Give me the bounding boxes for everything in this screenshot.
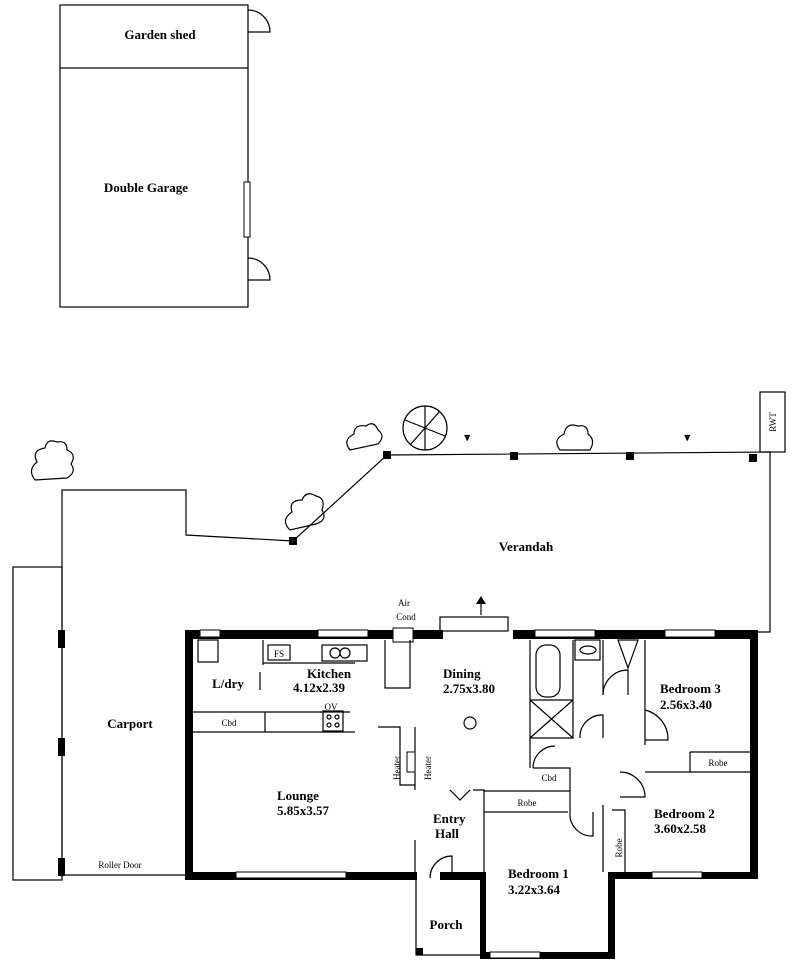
hall-label: Hall — [435, 826, 459, 841]
house-walls — [185, 596, 758, 959]
kitchen-sink — [321, 644, 368, 662]
verandah-label: Verandah — [499, 539, 554, 554]
lounge-label: Lounge — [277, 788, 319, 803]
laundry-tub — [197, 639, 219, 663]
verandah-outline: RWT Verandah Carport Roller Door — [12, 391, 786, 881]
robe-label-bedroom3: Robe — [709, 758, 728, 768]
bedroom2-label: Bedroom 2 — [654, 806, 715, 821]
room-labels: Air Cond FS L/dry Kitchen 4.12x2.39 OV C… — [212, 598, 727, 932]
fs-label: FS — [274, 649, 284, 659]
dining-size: 2.75x3.80 — [443, 681, 495, 696]
lounge-size: 5.85x3.57 — [277, 803, 330, 818]
kitchen-label: Kitchen — [307, 666, 352, 681]
air-conditioner — [392, 627, 414, 643]
tree-icon — [556, 424, 594, 451]
shed-door — [247, 9, 271, 33]
air-cond-label-1: Air — [398, 598, 410, 608]
arrow-up-icon — [476, 596, 486, 604]
oven-label: OV — [325, 702, 338, 712]
tree-icon — [30, 440, 74, 481]
tree-icon — [284, 493, 325, 531]
kitchen-size: 4.12x2.39 — [293, 680, 346, 695]
bedroom1-size: 3.22x3.64 — [508, 882, 561, 897]
rainwater-tank — [759, 391, 786, 453]
svg-text:v: v — [685, 432, 690, 442]
porch-label: Porch — [430, 917, 464, 932]
garage-door — [247, 257, 271, 281]
heater-label-2: Heater — [423, 756, 433, 780]
toilet — [617, 639, 639, 670]
garage-building: Garden shed Double Garage — [59, 4, 271, 308]
tree-icons: v v — [30, 405, 691, 531]
cbd-label: Cbd — [221, 718, 237, 728]
rwt-label: RWT — [768, 412, 778, 432]
heater-label-1: Heater — [392, 756, 402, 780]
robe-label-bedroom1: Robe — [518, 798, 537, 808]
bedroom3-size: 2.56x3.40 — [660, 697, 712, 712]
bedroom3-label: Bedroom 3 — [660, 681, 721, 696]
tree-icon — [346, 423, 383, 451]
ldry-label: L/dry — [212, 676, 244, 691]
svg-text:v: v — [465, 432, 470, 442]
bedroom1-label: Bedroom 1 — [508, 866, 569, 881]
oven — [322, 710, 344, 732]
side-strip — [12, 566, 63, 881]
ceiling-light — [463, 716, 477, 730]
entry-label: Entry — [433, 811, 466, 826]
robe-label-bedroom2: Robe — [614, 838, 624, 857]
air-cond-label-2: Cond — [396, 612, 416, 622]
front-door — [429, 855, 453, 879]
double-garage-label: Double Garage — [104, 180, 188, 195]
roller-door-label: Roller Door — [98, 860, 141, 870]
dining-label: Dining — [443, 666, 481, 681]
cbd-label-hall: Cbd — [541, 773, 557, 783]
bedroom2-size: 3.60x2.58 — [654, 821, 707, 836]
garden-shed-label: Garden shed — [124, 27, 196, 42]
carport-label: Carport — [107, 716, 153, 731]
